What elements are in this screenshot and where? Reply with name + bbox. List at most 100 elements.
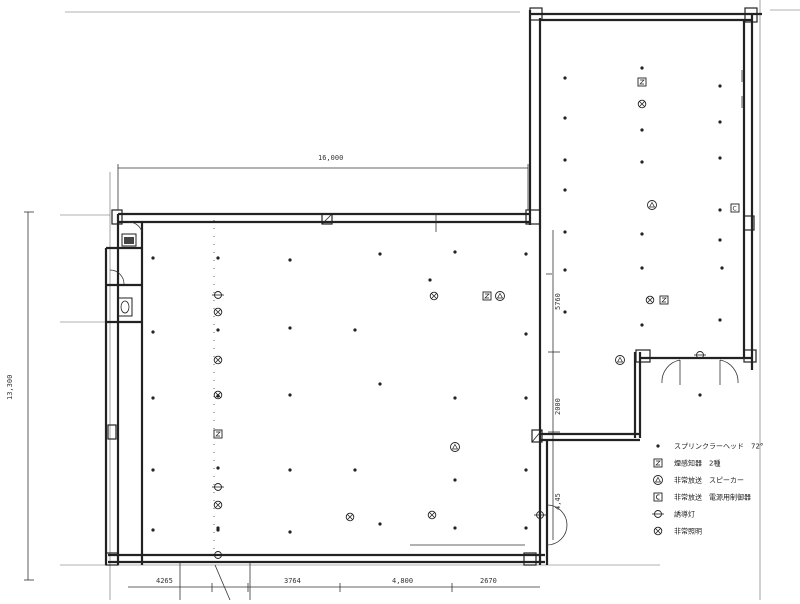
speaker-icon bbox=[615, 355, 625, 365]
sprinkler-head-icon bbox=[378, 252, 382, 256]
emergency-lights bbox=[213, 99, 655, 522]
sprinkler-head-icon bbox=[524, 252, 528, 256]
emergency-light-icon bbox=[213, 500, 223, 510]
smoke-detector-icon bbox=[653, 458, 663, 468]
sprinkler-head-icon bbox=[453, 478, 457, 482]
guide-light-icon bbox=[212, 551, 224, 559]
speaker-icon bbox=[495, 291, 505, 301]
sprinkler-head-icon bbox=[288, 326, 292, 330]
sprinkler-head-icon bbox=[378, 522, 382, 526]
dimension-left-vertical: 13,300 bbox=[6, 375, 14, 400]
fire-door-icon: C bbox=[730, 203, 740, 213]
sprinkler-head-icon bbox=[640, 66, 644, 70]
sprinkler-head-icon bbox=[563, 230, 567, 234]
dimension-right-vertical-2: 2000 bbox=[554, 398, 562, 415]
sprinkler-head-icon bbox=[718, 84, 722, 88]
restroom-fixtures bbox=[117, 233, 137, 317]
sprinkler-head-icon bbox=[718, 238, 722, 242]
sprinkler-head-icon bbox=[288, 393, 292, 397]
sprinkler-head-icon bbox=[524, 396, 528, 400]
sprinkler-head-icon bbox=[563, 268, 567, 272]
sprinkler-head-icon bbox=[640, 128, 644, 132]
sprinkler-head-icon bbox=[216, 394, 220, 398]
dimension-bottom-3: 4,800 bbox=[392, 577, 413, 585]
dimension-bottom-1: 4265 bbox=[156, 577, 173, 585]
sprinkler-head-icon bbox=[718, 156, 722, 160]
sprinkler-head-icon bbox=[640, 232, 644, 236]
emergency-light-icon bbox=[637, 99, 647, 109]
legend-label: 非常放送 電源用制御器 bbox=[674, 493, 751, 502]
sprinkler-head-icon bbox=[151, 396, 155, 400]
small-marks bbox=[213, 70, 743, 555]
sprinkler-head-icon bbox=[524, 332, 528, 336]
walls bbox=[104, 10, 762, 565]
emergency-light-icon bbox=[345, 512, 355, 522]
sprinkler-head-icon bbox=[288, 468, 292, 472]
fire-door-icon bbox=[653, 492, 663, 502]
sprinkler-head-icon bbox=[563, 76, 567, 80]
sprinkler-head-icon bbox=[640, 323, 644, 327]
sprinkler-head-icon bbox=[563, 116, 567, 120]
sprinkler-head-icon bbox=[524, 468, 528, 472]
sprinkler-head-icon bbox=[718, 120, 722, 124]
emergency-light-icon bbox=[213, 390, 223, 400]
sprinkler-head-icon bbox=[216, 256, 220, 260]
smoke-detector-icon bbox=[213, 429, 223, 439]
sprinkler-head-icon bbox=[288, 530, 292, 534]
sprinkler-head-icon bbox=[718, 318, 722, 322]
guide-lights bbox=[212, 291, 706, 559]
sprinkler-head-icon bbox=[151, 468, 155, 472]
dimension-right-vertical-3: 4,45 bbox=[554, 493, 562, 510]
sprinkler-head-icon bbox=[453, 526, 457, 530]
emergency-light-icon bbox=[645, 295, 655, 305]
sprinkler-head-icon bbox=[353, 468, 357, 472]
speaker-icon bbox=[647, 200, 657, 210]
speaker-icon bbox=[450, 442, 460, 452]
guide-light-icon bbox=[212, 291, 224, 299]
emergency-light-icon bbox=[213, 355, 223, 365]
emergency-light-icon bbox=[213, 307, 223, 317]
sprinkler-head-icon bbox=[656, 444, 660, 448]
svg-text:C: C bbox=[733, 206, 737, 213]
sprinkler-head-icon bbox=[151, 330, 155, 334]
smoke-detector-icon bbox=[659, 295, 669, 305]
legend-label: 誘導灯 bbox=[674, 510, 695, 519]
legend-label: スプリンクラーヘッド 72° bbox=[674, 443, 763, 451]
guide-light-icon bbox=[694, 351, 706, 359]
legend-label: 非常放送 スピーカー bbox=[674, 476, 744, 485]
sprinkler-head-icon bbox=[378, 382, 382, 386]
guide-light-icon bbox=[534, 511, 546, 519]
sprinkler-head-icon bbox=[563, 188, 567, 192]
legend-label: 非常照明 bbox=[674, 527, 702, 536]
sprinkler-head-icon bbox=[718, 208, 722, 212]
border-lines bbox=[60, 0, 800, 600]
sprinkler-head-icon bbox=[216, 526, 220, 530]
speaker-icon bbox=[653, 475, 663, 485]
sprinkler-head-icon bbox=[216, 466, 220, 470]
columns bbox=[105, 7, 758, 566]
sprinkler-head-icon bbox=[453, 396, 457, 400]
dimension-right-vertical-1: 5760 bbox=[554, 293, 562, 310]
smoke-detectors bbox=[213, 77, 669, 439]
sprinkler-head-icon bbox=[288, 258, 292, 262]
sprinkler-head-icon bbox=[524, 526, 528, 530]
sprinkler-head-icon bbox=[698, 393, 702, 397]
dimension-bottom-2: 3764 bbox=[284, 577, 301, 585]
emergency-light-icon bbox=[427, 510, 437, 520]
speakers bbox=[450, 200, 657, 452]
smoke-detector-icon bbox=[482, 291, 492, 301]
legend-label: 煙感知器 2種 bbox=[674, 459, 720, 468]
sprinkler-head-icon bbox=[720, 266, 724, 270]
sprinkler-head-icon bbox=[640, 266, 644, 270]
sprinkler-head-icon bbox=[216, 328, 220, 332]
sprinkler-head-icon bbox=[563, 310, 567, 314]
emergency-light-icon bbox=[653, 526, 663, 536]
emergency-light-icon bbox=[429, 291, 439, 301]
guide-light-icon bbox=[652, 510, 664, 518]
dimension-bottom-4: 2670 bbox=[480, 577, 497, 585]
sprinkler-head-icon bbox=[453, 250, 457, 254]
sprinkler-head-icon bbox=[640, 160, 644, 164]
smoke-detector-icon bbox=[637, 77, 647, 87]
dimension-lines bbox=[24, 164, 560, 592]
